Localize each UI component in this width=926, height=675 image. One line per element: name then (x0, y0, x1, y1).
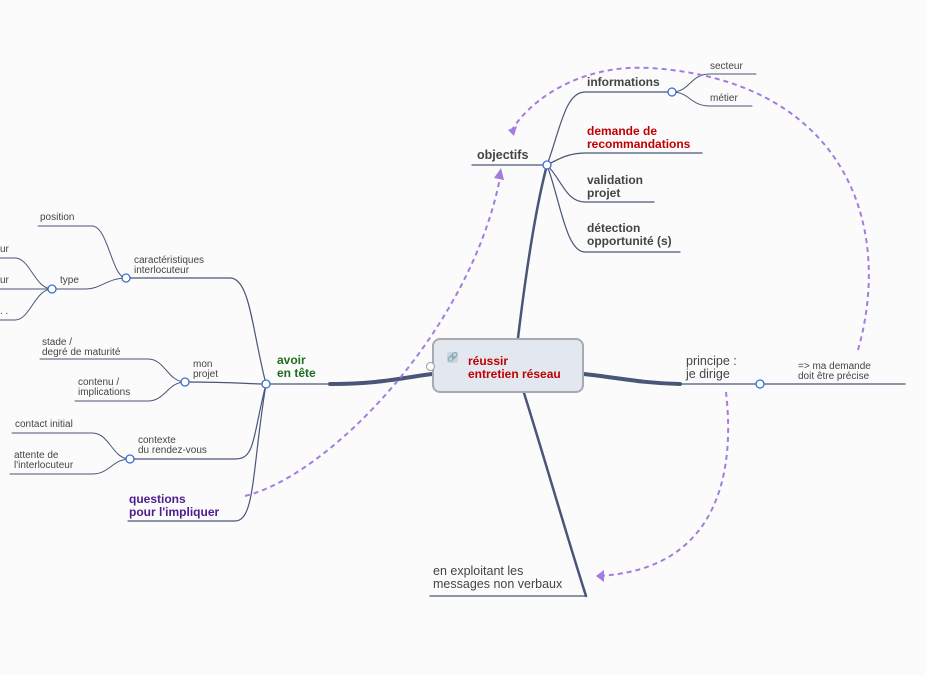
topic-metier[interactable]: métier (710, 93, 738, 104)
topic-messages-non-verbaux[interactable]: en exploitant les messages non verbaux (433, 564, 563, 591)
topic-stade-maturite[interactable]: stade / degré de maturité (42, 337, 121, 358)
topic-type[interactable]: type (60, 275, 79, 286)
topic-objectifs[interactable]: objectifs (477, 148, 529, 162)
topic-contexte-rdv[interactable]: contexte du rendez-vous (138, 435, 207, 456)
link-icon[interactable]: 🔗 (447, 352, 459, 363)
topic-contenu-implications[interactable]: contenu / implications (78, 377, 131, 398)
central-topic-label: réussir entretien réseau (468, 354, 561, 381)
topic-contact-initial[interactable]: contact initial (15, 419, 73, 430)
topic-demande-recommandations[interactable]: demande de recommandations (587, 124, 691, 151)
topic-questions-impliquer[interactable]: questions pour l'impliquer (129, 492, 220, 519)
topic-type-child-1[interactable]: ur (0, 244, 9, 255)
topic-position[interactable]: position (40, 212, 75, 223)
topic-type-child-3[interactable]: . . (0, 306, 9, 317)
topic-validation-projet[interactable]: validation projet (587, 173, 644, 200)
topic-avoir-en-tete[interactable]: avoir en tête (277, 353, 316, 380)
topic-principe[interactable]: principe : je dirige (686, 354, 737, 381)
topic-attente-interlocuteur[interactable]: attente de l'interlocuteur (14, 450, 74, 471)
topic-type-child-2[interactable]: ur (0, 275, 9, 286)
topic-demande-precise[interactable]: => ma demande doit être précise (798, 361, 871, 382)
topic-informations[interactable]: informations (587, 75, 660, 89)
topic-mon-projet[interactable]: mon projet (193, 359, 219, 380)
collapse-handle[interactable] (426, 362, 435, 371)
topic-caracteristiques-interlocuteur[interactable]: caractéristiques interlocuteur (134, 255, 205, 276)
topic-secteur[interactable]: secteur (710, 61, 743, 72)
topic-detection-opportunite[interactable]: détection opportunité (s) (587, 221, 672, 248)
